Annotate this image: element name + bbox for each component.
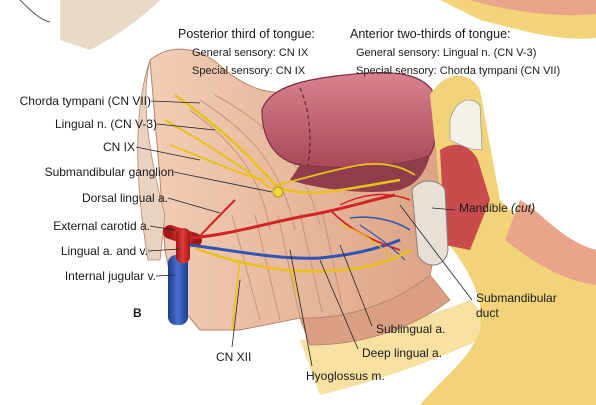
vessels <box>163 193 411 325</box>
panel-label: B <box>133 306 142 320</box>
anterior-header-line1: General sensory: Lingual n. (CN V-3) <box>356 47 537 59</box>
label-mandible-note: (cut) <box>511 201 536 215</box>
label-internal-jugular-vein: Internal jugular v. <box>64 269 156 283</box>
label-lingual-artery-vein: Lingual a. and v. <box>60 244 148 258</box>
label-deep-lingual-artery: Deep lingual a. <box>362 346 443 360</box>
anterior-header-title: Anterior two-thirds of tongue: <box>350 27 511 41</box>
label-submandibular-duct-2: duct <box>476 306 499 320</box>
nerves <box>164 93 416 331</box>
leader-lines <box>135 100 473 367</box>
label-sublingual-artery: Sublingual a. <box>376 322 446 336</box>
mylohyoid-muscle <box>299 274 451 346</box>
posterior-header-line1: General sensory: CN IX <box>192 47 309 59</box>
posterior-header-line2: Special sensory: CN IX <box>192 65 306 77</box>
label-chorda-tympani: Chorda tympani (CN VII) <box>19 94 151 108</box>
posterior-header-title: Posterior third of tongue: <box>178 27 315 41</box>
label-dorsal-lingual-artery: Dorsal lingual a. <box>81 191 168 205</box>
label-hyoglossus: Hyoglossus m. <box>306 369 385 383</box>
label-cn-ix: CN IX <box>102 140 135 154</box>
label-external-carotid-artery: External carotid a. <box>53 219 150 233</box>
mandible-region <box>300 75 596 405</box>
label-lingual-nerve: Lingual n. (CN V-3) <box>54 117 157 131</box>
label-submandibular-duct-1: Submandibular <box>476 291 557 305</box>
upper-skin-fragment <box>19 0 596 50</box>
anterior-header-line2: Special sensory: Chorda tympani (CN VII) <box>356 65 561 77</box>
label-submandibular-ganglion: Submandibular ganglion <box>44 165 174 179</box>
label-mandible: Mandible (cut) <box>459 201 535 215</box>
label-mandible-text: Mandible <box>459 201 508 215</box>
label-cn-xii: CN XII <box>216 350 252 364</box>
